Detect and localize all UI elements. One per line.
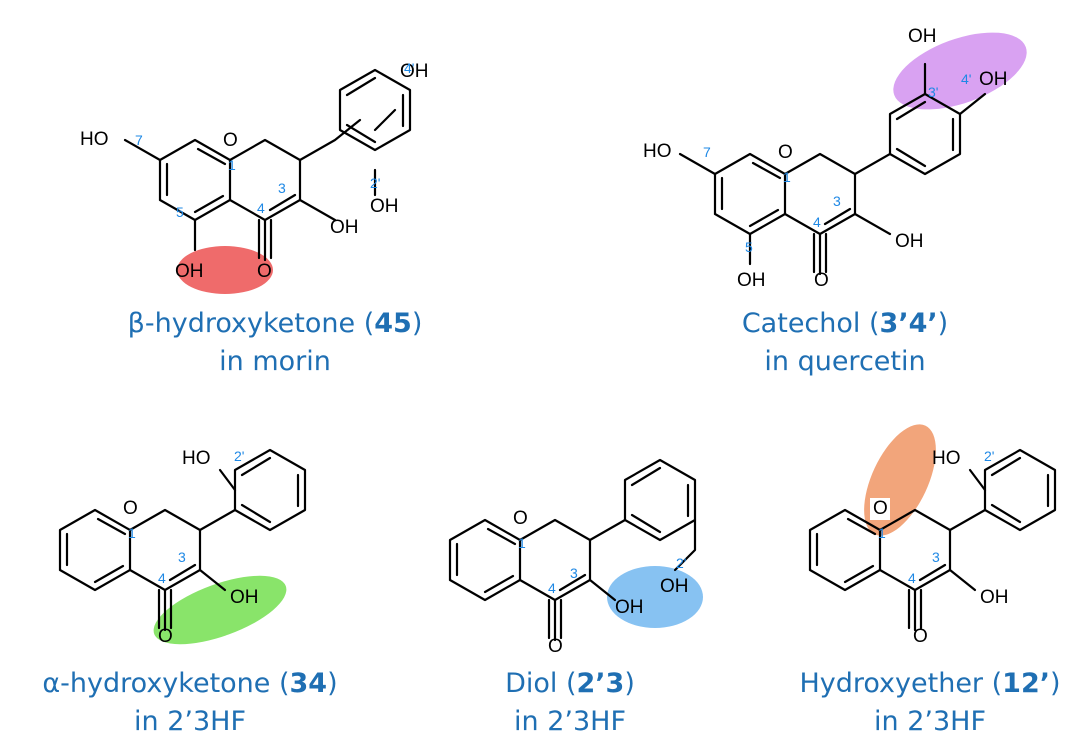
caption-alpha-line1: α-hydroxyketone (34) [42, 668, 338, 699]
caption-ether-line1: Hydroxyether (12’) [799, 668, 1061, 699]
caption-ether: Hydroxyether (12’) in 2’3HF [768, 665, 1092, 741]
locant-1: 1 [783, 169, 791, 185]
atom-oh-2p: OH [370, 196, 399, 217]
locant-4: 4 [158, 570, 166, 586]
locant-4: 4 [257, 200, 265, 216]
locant-2p: 2' [234, 448, 244, 464]
locant-4p: 4' [961, 71, 971, 87]
diol-highlight [607, 566, 703, 628]
locant-3: 3 [278, 180, 286, 196]
hydroxyether-highlight [864, 424, 936, 536]
caption-morin-line1: β-hydroxyketone (45) [127, 308, 423, 339]
atom-oh-4p: OH [979, 69, 1008, 90]
locant-5: 5 [745, 239, 753, 255]
catechol-highlight [893, 32, 1027, 110]
atom-oh-3: OH [330, 217, 359, 238]
atom-o-carbonyl: O [814, 270, 829, 291]
atom-o-ring: O [223, 130, 238, 151]
caption-morin-line2: in morin [219, 346, 331, 377]
locant-7: 7 [135, 132, 143, 148]
atom-o-carbonyl: O [158, 626, 173, 647]
atom-o-ring: O [123, 498, 138, 519]
atom-oh-5: OH [175, 261, 204, 282]
atom-oh-3: OH [895, 231, 924, 252]
caption-morin: β-hydroxyketone (45) in morin [85, 305, 465, 381]
locant-1: 1 [878, 525, 886, 541]
quercetin-structure: HO O OH O OH OH OH 7 1 5 4 3 3' 4' [643, 26, 1027, 291]
atom-o-carbonyl: O [548, 636, 563, 657]
locant-4: 4 [908, 570, 916, 586]
caption-diol: Diol (2’3) in 2’3HF [440, 665, 700, 741]
atom-o-carbonyl: O [257, 261, 272, 282]
locant-2p: 2' [370, 175, 380, 191]
locant-5: 5 [176, 204, 184, 220]
atom-o-ring: O [873, 498, 888, 519]
atom-ho-7: HO [80, 129, 109, 150]
atom-ho-2p: HO [932, 448, 961, 469]
atom-ho-7: HO [643, 141, 672, 162]
locant-4: 4 [548, 580, 556, 596]
atom-oh-3: OH [230, 587, 259, 608]
atom-o-ring: O [513, 508, 528, 529]
atom-o-carbonyl: O [913, 626, 928, 647]
atom-oh-3p: OH [908, 26, 937, 47]
caption-alpha-line2: in 2’3HF [134, 706, 246, 737]
locant-1: 1 [518, 535, 526, 551]
atom-ho-2p: HO [182, 448, 211, 469]
caption-diol-line2: in 2’3HF [514, 706, 626, 737]
morin-structure: HO O OH O OH OH OH 7 1 5 4 3 2' 4' [80, 60, 429, 294]
locant-3: 3 [833, 193, 841, 209]
locant-2p: 2' [984, 448, 994, 464]
caption-quercetin-line1: Catechol (3’4’) [741, 308, 949, 339]
diol-structure: O O OH OH 1 4 3 2' [448, 458, 703, 657]
atom-oh-3: OH [615, 597, 644, 618]
locant-1: 1 [228, 157, 236, 173]
locant-4: 4 [813, 214, 821, 230]
locant-3: 3 [932, 549, 940, 565]
alpha-hydroxyketone-highlight [153, 575, 287, 645]
atom-oh-4p: OH [400, 61, 429, 82]
caption-quercetin: Catechol (3’4’) in quercetin [665, 305, 1025, 381]
alpha-hydroxyketone-structure: HO O O OH 1 4 3 2' [58, 448, 307, 647]
caption-quercetin-line2: in quercetin [764, 346, 926, 377]
atom-oh-3: OH [980, 587, 1009, 608]
locant-4p: 4' [404, 60, 414, 76]
locant-7: 7 [703, 144, 711, 160]
atom-o-ring: O [778, 142, 793, 163]
locant-3: 3 [570, 565, 578, 581]
locant-2p: 2' [676, 555, 686, 571]
locant-1: 1 [128, 525, 136, 541]
beta-hydroxyketone-highlight [177, 246, 273, 294]
atom-oh-2p: OH [660, 576, 689, 597]
caption-diol-line1: Diol (2’3) [505, 668, 635, 699]
locant-3p: 3' [928, 84, 938, 100]
atom-oh-5: OH [737, 270, 766, 291]
hydroxyether-structure: HO O O OH 1 4 3 2' [808, 424, 1057, 647]
caption-ether-line2: in 2’3HF [874, 706, 986, 737]
caption-alpha: α-hydroxyketone (34) in 2’3HF [0, 665, 380, 741]
locant-3: 3 [178, 549, 186, 565]
